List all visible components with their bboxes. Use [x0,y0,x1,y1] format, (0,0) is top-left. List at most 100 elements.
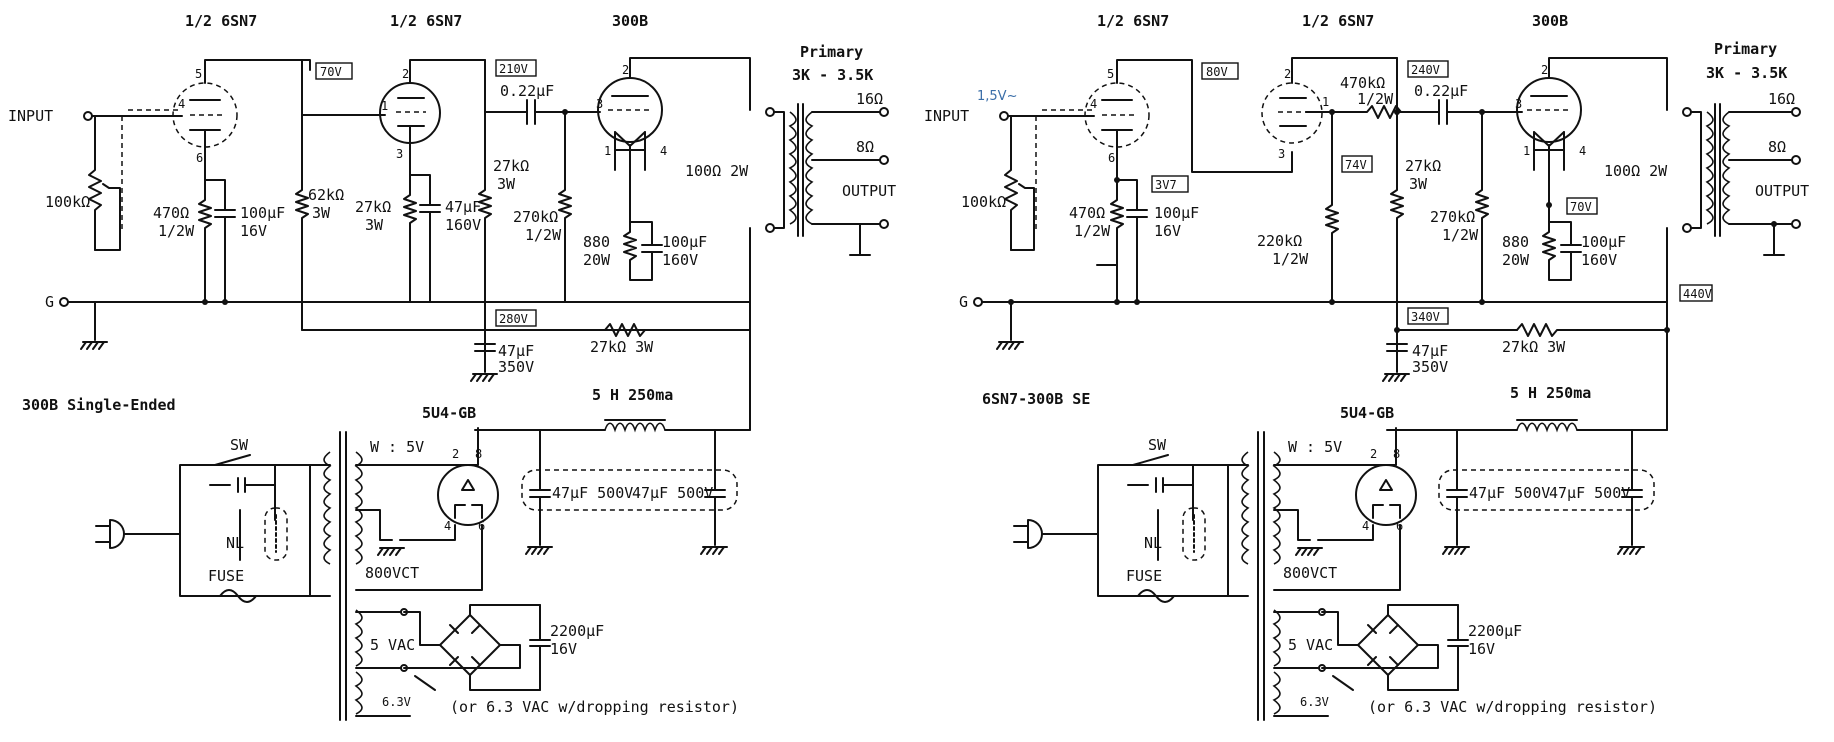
tube-label-output: 300B [612,12,648,30]
svg-text:3W: 3W [312,204,331,222]
rectifier-label: 5U4-GB [422,404,476,422]
choke-label: 5 H 250ma [592,386,673,404]
sw-label: SW [1148,436,1167,454]
svg-text:3: 3 [596,97,603,111]
svg-text:4: 4 [1579,144,1586,158]
output-label: OUTPUT [842,182,896,200]
tap-8-label: 8Ω [1768,138,1786,156]
tag-440v: 440V [1683,287,1712,301]
rk1-value: 470Ω [153,204,189,222]
schematic-left: 1/2 6SN7 1/2 6SN7 300B Primary 3K - 3.5K… [8,12,896,721]
svg-text:20W: 20W [1502,251,1530,269]
power-note: (or 6.3 VAC w/dropping resistor) [1368,698,1657,716]
ck3-value: 100μF [662,233,707,251]
svg-text:160V: 160V [662,251,698,269]
svg-text:2: 2 [1541,63,1548,77]
transformer-primary-label: Primary [1714,40,1777,58]
ground-label: G [45,293,54,311]
ck1-value: 100μF [1154,204,1199,222]
svg-text:3: 3 [1515,97,1522,111]
svg-text:4: 4 [1362,519,1369,533]
svg-text:1: 1 [381,99,388,113]
tag-340v: 340V [1411,310,1440,324]
transformer-primary-label: Primary [800,43,863,61]
r-dropper-value: 27kΩ 3W [1502,338,1566,356]
svg-text:1/2W: 1/2W [158,222,195,240]
schematic-right: 1/2 6SN7 1/2 6SN7 300B Primary 3K - 3.5K… [924,12,1809,721]
vac-5-label: 5 VAC [1288,636,1333,654]
tube-6sn7-stage1: 5 4 6 [172,59,311,181]
input-jack [999,111,1009,121]
rk2-value: 27kΩ [355,198,391,216]
tube-6sn7-stage1: 5 4 6 [1084,59,1293,181]
svg-text:1: 1 [604,144,611,158]
r-hum-value: 100Ω 2W [685,162,749,180]
r27k-plate-value: 27kΩ [493,157,529,175]
output-transformer [765,103,889,256]
svg-text:3W: 3W [497,175,516,193]
tube-6sn7-stage2: 2 1 3 [379,59,486,176]
svg-text:1/2W: 1/2W [525,226,562,244]
c-filter1-value: 47μF 500V [552,484,633,502]
heater-5v-label: W : 5V [370,438,424,456]
input-label: INPUT [8,107,53,125]
svg-text:6: 6 [1108,151,1115,165]
nl-label: NL [1144,534,1162,552]
pot-label: 100kΩ [45,193,90,211]
tube-label-stage2: 1/2 6SN7 [390,12,462,30]
coupling-cap-value: 0.22μF [500,82,554,100]
tap-16-label: 16Ω [1768,90,1795,108]
tag-70v: 70V [320,65,342,79]
svg-text:16V: 16V [550,640,577,658]
input-jack [83,111,93,121]
v63-label: 6.3V [1300,695,1329,709]
fuse-label: FUSE [208,567,244,585]
svg-text:2: 2 [1370,447,1377,461]
tag-80v: 80V [1206,65,1228,79]
svg-text:5: 5 [195,67,202,81]
pot-label: 100kΩ [961,193,1006,211]
svg-text:16V: 16V [1154,222,1181,240]
coupling-cap-value: 0.22μF [1414,82,1468,100]
svg-text:8: 8 [475,447,482,461]
tube-300b: 2 3 1 4 [1515,57,1668,158]
tag-70v: 70V [1570,200,1592,214]
svg-text:4: 4 [1090,97,1097,111]
tube-label-stage2: 1/2 6SN7 [1302,12,1374,30]
schematic-title-left: 300B Single-Ended [22,396,176,414]
svg-text:1: 1 [1322,95,1329,109]
r62k-value: 62kΩ [308,186,344,204]
svg-text:1/2W: 1/2W [1442,226,1479,244]
tube-5u4gb: 2 8 4 6 [1273,447,1417,591]
r220k-value: 220kΩ [1257,232,1302,250]
rk3-value: 880 [583,233,610,251]
c-filter2-value: 47μF 500V [1549,484,1630,502]
c-supply-value: 47μF [498,342,534,360]
ck2-value: 47μF [445,198,481,216]
ck3-value: 100μF [1581,233,1626,251]
svg-text:4: 4 [178,97,185,111]
tag-3v7: 3V7 [1155,178,1177,192]
ground-label: G [959,293,968,311]
tag-210v: 210V [499,62,528,76]
tag-74v: 74V [1345,158,1367,172]
rk3-value: 880 [1502,233,1529,251]
tag-240v: 240V [1411,63,1440,77]
hv-label: 800VCT [365,564,419,582]
input-pot [88,115,102,251]
svg-text:1/2W: 1/2W [1074,222,1111,240]
tube-label-stage1: 1/2 6SN7 [1097,12,1169,30]
svg-text:2: 2 [1284,67,1291,81]
svg-text:20W: 20W [583,251,611,269]
mains-plug-icon [1013,519,1099,549]
ck1-value: 100μF [240,204,285,222]
tube-5u4gb: 2 8 4 6 [355,447,499,591]
bridge-rectifier [1321,604,1469,691]
svg-text:3: 3 [396,147,403,161]
input-label: INPUT [924,107,969,125]
power-note: (or 6.3 VAC w/dropping resistor) [450,698,739,716]
r27k-plate-value: 27kΩ [1405,157,1441,175]
mains-plug-icon [95,519,181,549]
svg-text:1/2W: 1/2W [1357,90,1394,108]
